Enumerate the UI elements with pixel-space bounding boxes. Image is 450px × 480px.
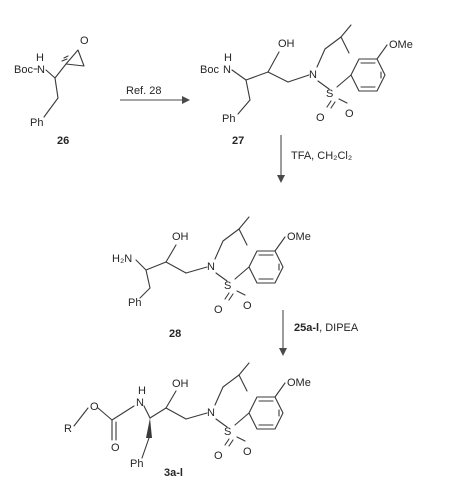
sulfonyl-oxygen-2: O — [345, 108, 354, 120]
methoxy-label: OMe — [287, 377, 311, 389]
carbamate-nitrogen-label: N — [136, 397, 144, 409]
sulfur-label: S — [224, 426, 231, 438]
compound-27: Boc N H OH N S O O OMe Ph 27 — [200, 24, 413, 147]
sulfonyl-oxygen-2: O — [243, 446, 252, 458]
sulfur-label: S — [326, 88, 333, 100]
bond-r-o — [73, 407, 89, 427]
step-3-reagent: 25a-l — [294, 322, 319, 334]
bond-nh-c2 — [231, 69, 247, 81]
stereo-wedge — [146, 418, 152, 438]
sulfonamide-nitrogen-label: N — [207, 407, 215, 419]
nh-nitrogen-label: N — [223, 64, 231, 76]
phenyl-label: Ph — [130, 458, 143, 470]
compound-28: H₂N OH N S O O OMe Ph 28 — [112, 216, 311, 340]
bond-ca-ch2 — [54, 77, 59, 99]
epoxide-oxygen-label: O — [80, 35, 89, 47]
step-3-label: 25a-l, DIPEA — [294, 322, 359, 334]
compound-28-number: 28 — [169, 328, 181, 340]
hydrogen-label: H — [36, 52, 44, 64]
bond-n-ca — [45, 69, 56, 79]
boc-label: Boc — [14, 64, 33, 76]
arrow-step-1: Ref. 28 — [120, 85, 190, 104]
compound-3a-l: R O O N H OH N S O O OMe Ph 3a-l — [64, 362, 311, 479]
compound-27-number: 27 — [232, 135, 244, 147]
epoxide-hash — [61, 55, 69, 62]
bond-c4-n — [185, 412, 208, 420]
sulfonyl-oxygen-2: O — [243, 300, 252, 312]
sulfonyl-oxygen-1: O — [214, 304, 223, 316]
bond-ch2-ph — [237, 99, 251, 115]
bond-carbonyl-double — [111, 419, 117, 441]
step-2-label: TFA, CH₂Cl₂ — [291, 150, 352, 162]
bond-c2-c3 — [145, 261, 167, 271]
bond-carbonyl-n — [111, 405, 135, 421]
sulfonyl-oxygen-1: O — [316, 112, 325, 124]
bond-c4-n — [185, 266, 208, 274]
bond-c2-ch2 — [245, 79, 251, 101]
bond-c3-c4 — [267, 71, 289, 83]
carbonyl-oxygen-label: O — [111, 442, 120, 454]
bond-ca-epoxide — [54, 63, 67, 79]
methoxy-label: OMe — [287, 231, 311, 243]
compound-26: Boc N H O Ph 26 — [14, 35, 89, 147]
bond-c4-n — [287, 74, 310, 83]
bond-ch2-ph — [43, 97, 59, 118]
nitrogen-label: N — [37, 64, 45, 76]
phenyl-label: Ph — [222, 113, 235, 125]
boc-label: Boc — [200, 64, 219, 76]
bond-c3-c4 — [165, 261, 187, 274]
step-1-label: Ref. 28 — [126, 85, 161, 97]
arrow-step-2: TFA, CH₂Cl₂ — [277, 135, 352, 183]
hydrogen-label: H — [224, 52, 232, 64]
methoxy-label: OMe — [389, 39, 413, 51]
bond-ch2-ph — [139, 287, 151, 299]
sulfonamide-nitrogen-label: N — [309, 69, 317, 81]
phenyl-label: Ph — [30, 117, 43, 129]
hydroxyl-label: OH — [278, 38, 295, 50]
bond-c2-ch2 — [145, 269, 151, 289]
hydrogen-label: H — [138, 385, 146, 397]
hydroxyl-label: OH — [172, 378, 189, 390]
phenyl-label: Ph — [128, 297, 141, 309]
bond-ch2-ph — [141, 437, 150, 459]
bond-c3-oh — [165, 244, 177, 263]
sulfonamide-nitrogen-label: N — [207, 261, 215, 273]
bond-o-carbonyl — [97, 407, 113, 421]
bond-c3-oh — [165, 390, 177, 409]
r-group-label: R — [64, 423, 72, 435]
hydroxyl-label: OH — [172, 231, 189, 243]
sulfonyl-oxygen-1: O — [214, 450, 223, 462]
bond-c3-oh — [267, 51, 280, 73]
ester-oxygen-label: O — [90, 401, 99, 413]
compound-26-number: 26 — [57, 135, 69, 147]
bond-c2-c3 — [149, 407, 167, 419]
bond-c3-c4 — [165, 407, 187, 420]
bond-n-c2 — [143, 405, 151, 419]
arrow-step-3: 25a-l, DIPEA — [279, 310, 359, 356]
sulfur-label: S — [224, 280, 231, 292]
epoxide-ring — [65, 49, 85, 67]
bond-n-c2 — [135, 259, 147, 271]
step-3-rest: , DIPEA — [319, 322, 359, 334]
amine-label: H₂N — [112, 253, 132, 265]
compound-3a-l-number: 3a-l — [164, 467, 183, 479]
bond-c2-c3 — [245, 71, 269, 81]
